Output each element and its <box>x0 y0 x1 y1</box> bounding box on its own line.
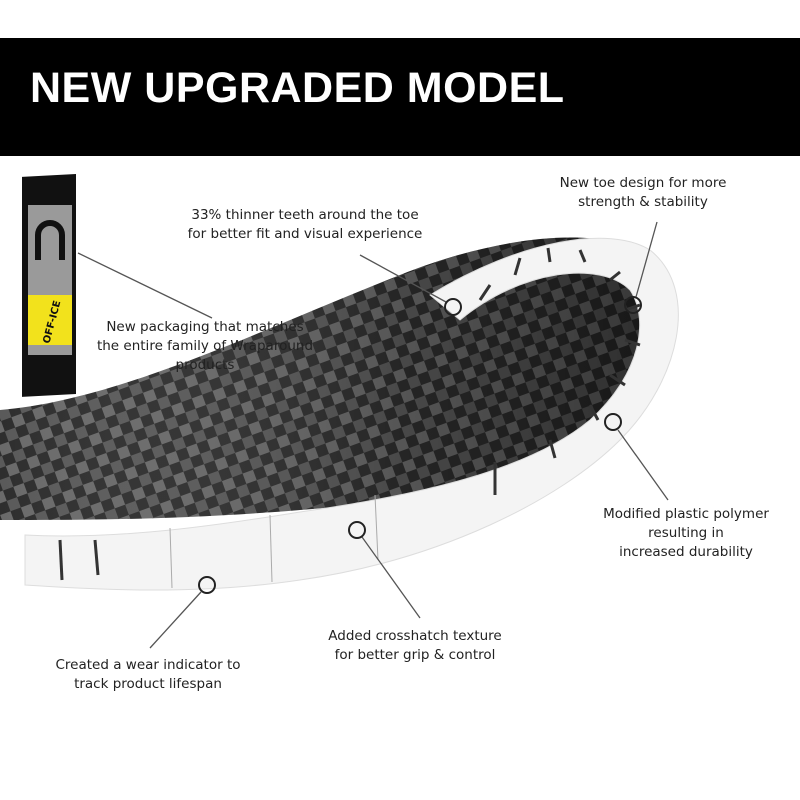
callout-line: for better fit and visual experience <box>187 226 423 242</box>
callout-line: New toe design for more <box>559 175 727 191</box>
blade-guard <box>24 237 679 591</box>
callout-line: Modified plastic polymer <box>603 506 769 522</box>
callout-packaging: New packaging that matches the entire fa… <box>97 318 313 375</box>
callout-line: the entire family of Wraparound <box>96 338 314 354</box>
callout-teeth: 33% thinner teeth around the toe for bet… <box>188 206 423 244</box>
callout-toe: New toe design for more strength & stabi… <box>560 174 727 212</box>
callout-line: Added crosshatch texture <box>328 628 502 644</box>
page-title: NEW UPGRADED MODEL <box>30 64 565 112</box>
callout-line: increased durability <box>619 544 753 560</box>
callout-polymer: Modified plastic polymer resulting in in… <box>603 505 769 562</box>
callout-wear: Created a wear indicator to track produc… <box>55 656 240 694</box>
callout-line: Created a wear indicator to <box>55 657 241 673</box>
callout-line: resulting in <box>648 525 724 541</box>
callout-line: New packaging that matches <box>106 319 304 335</box>
header-band <box>0 38 800 156</box>
callout-line: products <box>175 357 235 373</box>
callout-line: 33% thinner teeth around the toe <box>191 207 419 223</box>
callout-line: track product lifespan <box>74 676 222 692</box>
callout-line: for better grip & control <box>334 647 496 663</box>
callout-line: strength & stability <box>578 194 708 210</box>
product-package: OFF-ICE <box>22 174 76 397</box>
guard-teeth <box>58 247 641 581</box>
callout-texture: Added crosshatch texture for better grip… <box>328 627 501 665</box>
callout-lines <box>77 221 669 649</box>
